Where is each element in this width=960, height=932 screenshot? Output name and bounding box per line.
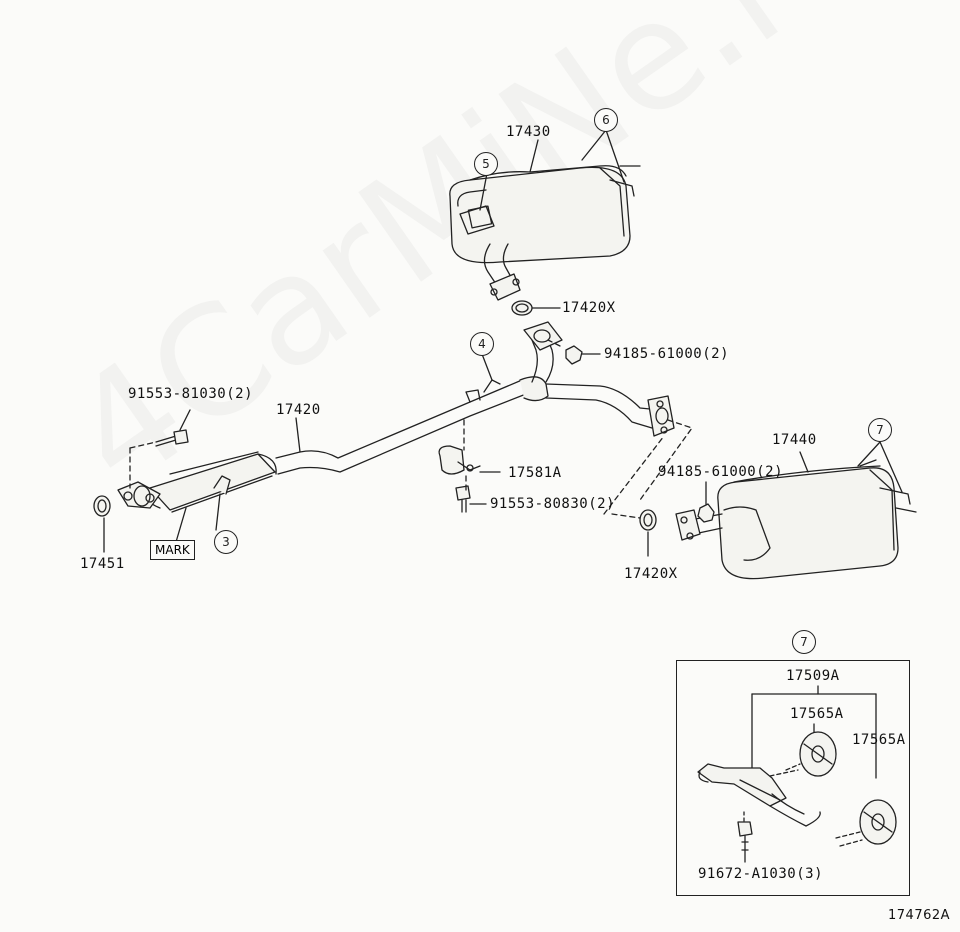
- label-17420x-bottom: 17420X: [624, 566, 678, 582]
- label-17420: 17420: [276, 402, 321, 418]
- callout-6: 6: [594, 108, 618, 132]
- callout-7-inset: 7: [792, 630, 816, 654]
- label-17509a: 17509A: [786, 668, 840, 684]
- inset-hanger-detail: [697, 685, 897, 863]
- label-17565a-left: 17565A: [790, 706, 844, 722]
- label-17440: 17440: [772, 432, 817, 448]
- callout-7: 7: [868, 418, 892, 442]
- dashed-leaders: [129, 339, 693, 519]
- label-91553-81030: 91553-81030(2): [128, 386, 254, 402]
- inset-frame: [676, 660, 910, 896]
- label-17430: 17430: [506, 124, 551, 140]
- callout-leaders: [215, 129, 903, 531]
- muffler-17440: [675, 459, 917, 580]
- label-17420x-top: 17420X: [562, 300, 616, 316]
- front-exhaust-pipe: [117, 321, 675, 543]
- gasket-17420x-top: [511, 300, 561, 316]
- bolt-91553-81030: [155, 409, 191, 447]
- label-17451: 17451: [80, 556, 125, 572]
- label-94185-right: 94185-61000(2): [658, 464, 784, 480]
- label-17581a: 17581A: [508, 465, 562, 481]
- clamp-17581a: [438, 445, 501, 475]
- label-91672-a1030: 91672-A1030(3): [698, 866, 824, 882]
- callout-4: 4: [470, 332, 494, 356]
- mark-label: MARK: [150, 540, 195, 560]
- callout-5: 5: [474, 152, 498, 176]
- gasket-17420x-bottom: [639, 509, 657, 557]
- callout-3: 3: [214, 530, 238, 554]
- bolt-91553-80830: [455, 485, 487, 513]
- figure-id: 174762A: [888, 908, 951, 923]
- gasket-17451: [93, 495, 111, 553]
- label-94185-top: 94185-61000(2): [604, 346, 730, 362]
- nut-94185-top: [565, 345, 601, 365]
- label-91553-80830: 91553-80830(2): [490, 496, 616, 512]
- muffler-17430: [449, 165, 641, 301]
- label-17565a-right: 17565A: [852, 732, 906, 748]
